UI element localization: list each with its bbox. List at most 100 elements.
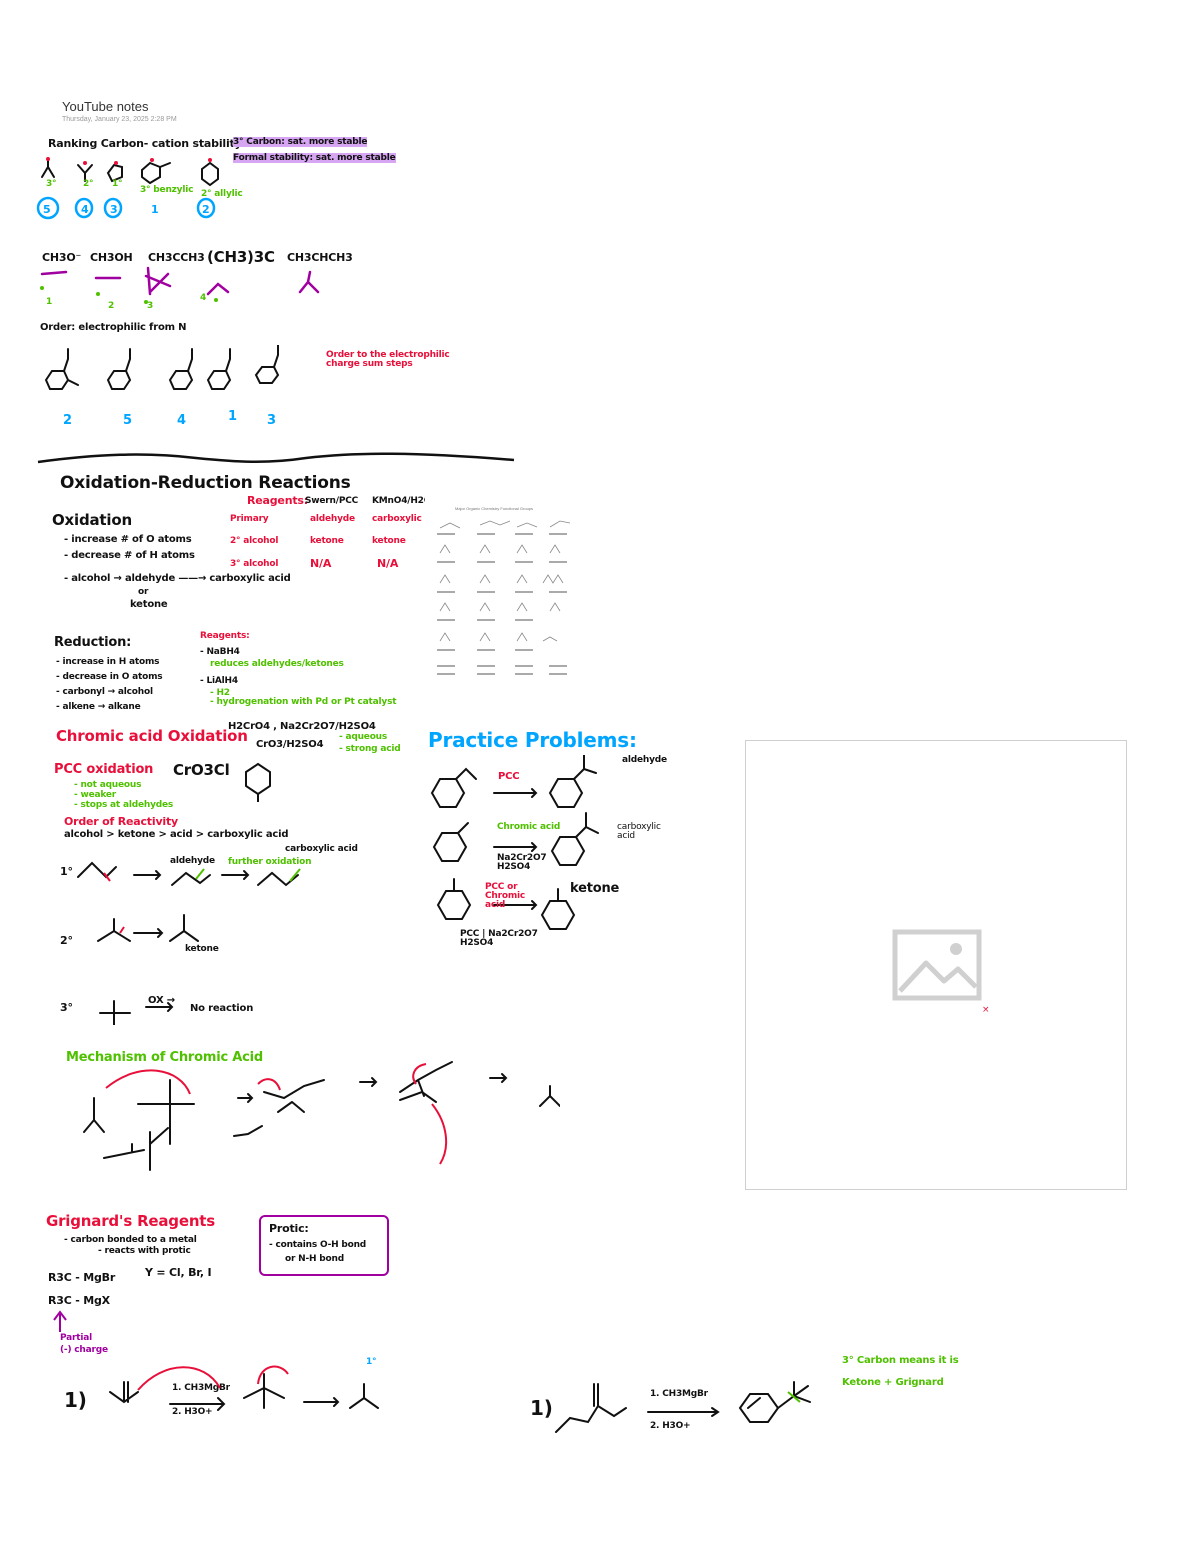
section-divider-wave xyxy=(37,452,515,464)
grignard-formula-1: R3C - MgBr xyxy=(48,1271,116,1284)
formula-structures-drawing xyxy=(40,266,320,304)
formula-number-4: 4 xyxy=(200,293,207,303)
functional-groups-reference-image: Major Organic Chemistry Functional Group… xyxy=(425,493,575,683)
rank-label-5: 2° allylic xyxy=(201,189,243,199)
reagents-label: Reagents: xyxy=(247,494,308,507)
nucleophilic-number-5: 3 xyxy=(267,413,276,428)
nucleophilic-number-2: 5 xyxy=(123,413,132,428)
grignard-point-2: - reacts with protic xyxy=(98,1246,191,1256)
third-arrow-label: OX → xyxy=(148,995,175,1006)
chromic-note-1: - aqueous xyxy=(339,732,388,742)
practice-product-3: ketone xyxy=(570,881,620,896)
broken-image-icon: × xyxy=(982,1005,990,1015)
oxidation-title: Oxidation xyxy=(52,511,132,529)
step-label-1: 1° xyxy=(60,865,73,878)
order-text: alcohol > ketone > acid > carboxylic aci… xyxy=(64,829,289,840)
pcc-note-2: - weaker xyxy=(74,790,117,800)
grignard-note: 3° Carbon means it is xyxy=(842,1355,959,1366)
step-label-3: 3° xyxy=(60,1001,73,1014)
rank-label-2: 2° xyxy=(83,179,94,189)
reduction-point-2: - decrease in O atoms xyxy=(56,672,163,682)
nucleophilic-note: Order to the electrophilic charge sum st… xyxy=(326,350,450,369)
pcc-note-3: - stops at aldehydes xyxy=(74,800,174,810)
reduction-point-4: - alkene → alkane xyxy=(56,702,141,712)
reduction-reagents-title: Reagents: xyxy=(200,631,250,641)
oxidation-point-1: - increase # of O atoms xyxy=(64,534,192,545)
chromic-reagents-2: CrO3/H2SO4 xyxy=(256,739,324,750)
protic-line-1: - contains O-H bond xyxy=(269,1240,367,1250)
aldehyde-label: aldehyde xyxy=(170,856,215,866)
carbocation-structures-drawing xyxy=(41,157,219,187)
nucleophilic-number-1: 2 xyxy=(63,413,72,428)
grignard-degree: 1° xyxy=(366,1357,377,1367)
reduction-reagent-3-note: - hydrogenation with Pd or Pt catalyst xyxy=(210,697,397,707)
grignard-charge-label: (-) charge xyxy=(60,1345,108,1355)
reduction-reagent-3: - H2 xyxy=(210,688,230,698)
formula-4: (CH3)3C xyxy=(207,248,275,266)
practice-product-2: carboxylic acid xyxy=(617,822,661,841)
reduction-title: Reduction: xyxy=(54,635,132,650)
pcc-formula: CrO3Cl xyxy=(173,761,230,779)
reagents-col-2: KMnO4/H2CrO4 xyxy=(372,496,448,506)
practice-reagent-1: PCC xyxy=(498,771,520,782)
nucleophilic-heading: Order: electrophilic from N xyxy=(40,322,187,333)
protic-line-2: or N-H bond xyxy=(285,1254,344,1264)
redox-row-1-col-1: Primary xyxy=(230,514,269,524)
reduction-reagent-2: - LiAlH4 xyxy=(200,676,238,686)
redox-row-1-col-2: aldehyde xyxy=(310,514,355,524)
no-reaction-label: No reaction xyxy=(190,1003,254,1014)
oxidation-point-or: or xyxy=(138,587,149,597)
practice-reagent-3: PCC or Chromic acid xyxy=(485,882,526,910)
formula-number-3: 3 xyxy=(147,301,154,311)
redox-row-2-col-3: ketone xyxy=(372,536,406,546)
practice-problems-drawing xyxy=(430,755,599,930)
functional-groups-reference-title: Major Organic Chemistry Functional Group… xyxy=(455,506,534,511)
practice-reagent-2: Chromic acid xyxy=(497,822,561,832)
rank-number-3: 3 xyxy=(110,203,118,216)
stability-note-2: Formal stability: sat. more stable xyxy=(233,153,396,163)
redox-row-2-col-1: 2° alcohol xyxy=(230,536,279,546)
oxidation-point-3: - alcohol → aldehyde ——→ carboxylic acid xyxy=(64,573,291,584)
nucleophilic-number-3: 4 xyxy=(177,413,186,428)
reagents-col-1: Swern/PCC xyxy=(305,496,359,506)
ketone-label: ketone xyxy=(185,944,219,954)
grignard-reagent-2: 2. H3O+ xyxy=(172,1407,213,1417)
redox-row-2-col-2: ketone xyxy=(310,536,344,546)
rank-label-1: 3° xyxy=(46,179,57,189)
chromic-note-2: - strong acid xyxy=(339,744,401,754)
formula-number-2: 2 xyxy=(108,301,115,311)
grignard-reagent-1: 1. CH3MgBr xyxy=(172,1383,230,1393)
page-title: YouTube notes xyxy=(62,99,149,114)
grignard-partial-label: Partial xyxy=(60,1333,93,1343)
chromic-heading: Chromic acid Oxidation xyxy=(56,727,248,745)
image-placeholder-icon xyxy=(892,929,982,1001)
partial-charge-arrow xyxy=(53,1310,67,1332)
further-oxidation-label: further oxidation xyxy=(228,857,312,867)
step-label-2: 2° xyxy=(60,934,73,947)
grignard-reaction-1-drawing xyxy=(109,1365,379,1411)
protic-box: Protic: - contains O-H bond or N-H bond xyxy=(259,1215,389,1276)
formula-5: CH3CHCH3 xyxy=(287,251,353,264)
redox-row-3-col-3: N/A xyxy=(377,557,399,570)
rank-number-2: 4 xyxy=(81,203,89,216)
stability-heading: Ranking Carbon- cation stability xyxy=(48,137,242,150)
pcc-note-1: - not aqueous xyxy=(74,780,142,790)
reduction-point-3: - carbonyl → alcohol xyxy=(56,687,153,697)
grignard-heading: Grignard's Reagents xyxy=(46,1212,216,1230)
grignard-reagent-3: 1. CH3MgBr xyxy=(650,1389,708,1399)
formula-number-1: 1 xyxy=(46,297,53,307)
order-heading: Order of Reactivity xyxy=(64,815,179,828)
reduction-point-1: - increase in H atoms xyxy=(56,657,160,667)
grignard-halides: Y = Cl, Br, I xyxy=(145,1266,212,1279)
mechanism-drawing xyxy=(83,1061,560,1171)
redox-row-3-col-1: 3° alcohol xyxy=(230,559,279,569)
grignard-reagent-4: 2. H3O+ xyxy=(650,1421,691,1431)
redox-heading: Oxidation-Reduction Reactions xyxy=(60,473,351,493)
grignard-step-2-number: 1) xyxy=(530,1396,553,1420)
rank-number-5: 2 xyxy=(202,203,210,216)
grignard-point-1: - carbon bonded to a metal xyxy=(64,1235,197,1245)
grignard-reaction-2-drawing xyxy=(555,1381,811,1433)
grignard-step-1-number: 1) xyxy=(64,1388,87,1412)
practice-heading: Practice Problems: xyxy=(428,728,637,752)
rank-number-1: 5 xyxy=(43,203,51,216)
